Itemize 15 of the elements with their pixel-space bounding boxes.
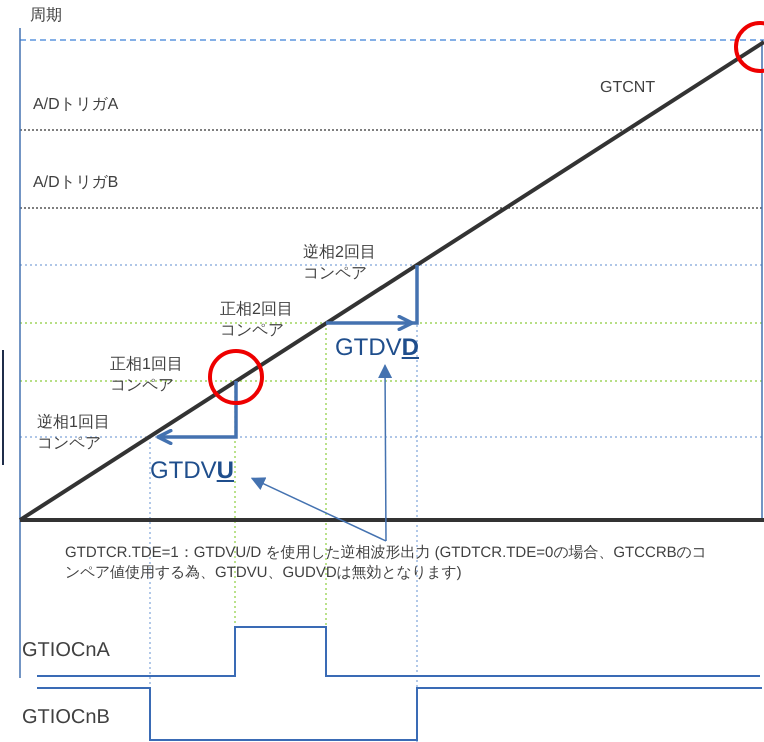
note-text: GTDTCR.TDE=1：GTDVU/D を使用した逆相波形出力 (GTDTCR.TDE=0の場合、GTCCRBのコンペア値使用する為、GTDVU、GUDVDは無効となります) [65, 543, 710, 582]
register-label: GTDVD [335, 335, 420, 362]
arrow [250, 477, 386, 542]
register-label: GTDVU [150, 458, 234, 484]
trigger-label: A/DトリガB [33, 173, 118, 193]
arrow [378, 364, 392, 541]
compare-label: 正相1回目コンペア [110, 355, 184, 396]
signal-label: GTCNT [600, 78, 656, 98]
compare-label: 正相2回目コンペア [220, 300, 294, 341]
compare-label: 逆相1回目コンペア [37, 413, 111, 454]
signal-label: GTIOCnB [22, 705, 110, 730]
trigger-label: A/DトリガA [33, 95, 118, 115]
compare-label: 逆相2回目コンペア [303, 243, 377, 284]
signal-label: GTIOCnA [22, 638, 110, 663]
period-label: 周期 [30, 6, 62, 26]
